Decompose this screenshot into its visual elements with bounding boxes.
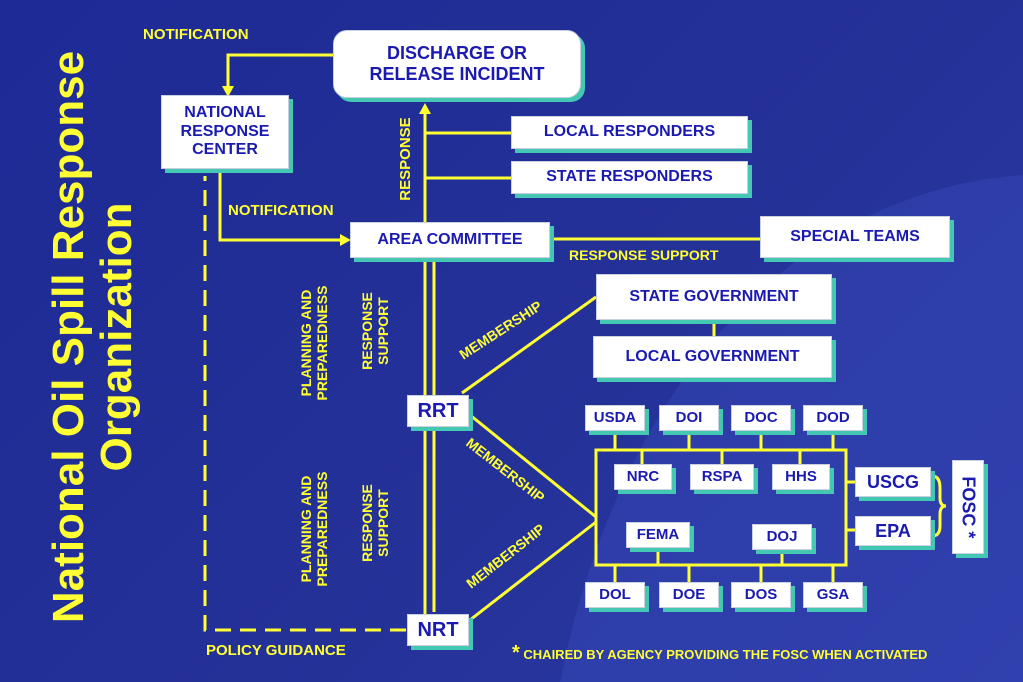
agency-rspa: RSPA <box>690 464 754 490</box>
agency-doe: DOE <box>659 582 719 608</box>
agency-dos: DOS <box>731 582 791 608</box>
agency-hhs: HHS <box>772 464 830 490</box>
nrt-membership-line <box>469 520 597 622</box>
agency-dol: DOL <box>585 582 645 608</box>
local-government-box: LOCAL GOVERNMENT <box>593 336 832 378</box>
policy-guidance-label: POLICY GUIDANCE <box>206 642 346 659</box>
footnote: * CHAIRED BY AGENCY PROVIDING THE FOSC W… <box>512 642 927 665</box>
page-title: National Oil Spill Response Organization <box>44 37 165 637</box>
rrt-membership-line <box>461 295 597 395</box>
national-response-center-box: NATIONAL RESPONSE CENTER <box>161 95 289 169</box>
agency-epa: EPA <box>855 516 931 546</box>
footnote-text: CHAIRED BY AGENCY PROVIDING THE FOSC WHE… <box>519 647 928 662</box>
response-support-label-2: RESPONSE SUPPORT <box>359 484 392 562</box>
agency-doc: DOC <box>731 405 791 431</box>
agency-usda: USDA <box>585 405 645 431</box>
policy-guidance-dashed <box>203 176 406 632</box>
state-responders-box: STATE RESPONDERS <box>511 161 748 194</box>
planning-preparedness-label-2: PLANNING AND PREPAREDNESS <box>298 471 331 587</box>
state-government-box: STATE GOVERNMENT <box>596 274 832 320</box>
agency-fema: FEMA <box>626 522 690 548</box>
footnote-asterisk: * <box>512 642 520 664</box>
notification-mid-label: NOTIFICATION <box>228 202 334 219</box>
local-responders-box: LOCAL RESPONDERS <box>511 116 748 149</box>
nrt-box: NRT <box>407 614 469 646</box>
agency-dod: DOD <box>803 405 863 431</box>
agency-doj: DOJ <box>752 524 812 550</box>
rrt-box: RRT <box>407 395 469 427</box>
notification-top-label: NOTIFICATION <box>143 26 249 43</box>
fosc-brace <box>931 474 947 538</box>
special-teams-box: SPECIAL TEAMS <box>760 216 950 258</box>
notification-top-arrow <box>226 53 333 86</box>
discharge-incident-box: DISCHARGE OR RELEASE INCIDENT <box>333 30 581 98</box>
agency-gsa: GSA <box>803 582 863 608</box>
planning-preparedness-label-1: PLANNING AND PREPAREDNESS <box>298 285 331 401</box>
response-support-label-1: RESPONSE SUPPORT <box>359 292 392 370</box>
agency-uscg: USCG <box>855 467 931 497</box>
response-vertical-label: RESPONSE <box>397 117 414 201</box>
notification-mid-arrow <box>218 172 340 242</box>
title-line-1: National Oil Spill Response <box>44 50 93 624</box>
rrt-agencies-membership-line <box>469 413 597 519</box>
title-line-2: Organization <box>92 202 142 472</box>
agency-doi: DOI <box>659 405 719 431</box>
area-committee-box: AREA COMMITTEE <box>350 222 550 258</box>
response-support-label: RESPONSE SUPPORT <box>569 247 719 263</box>
agency-nrc: NRC <box>614 464 672 490</box>
fosc-box: FOSC * <box>952 460 984 554</box>
